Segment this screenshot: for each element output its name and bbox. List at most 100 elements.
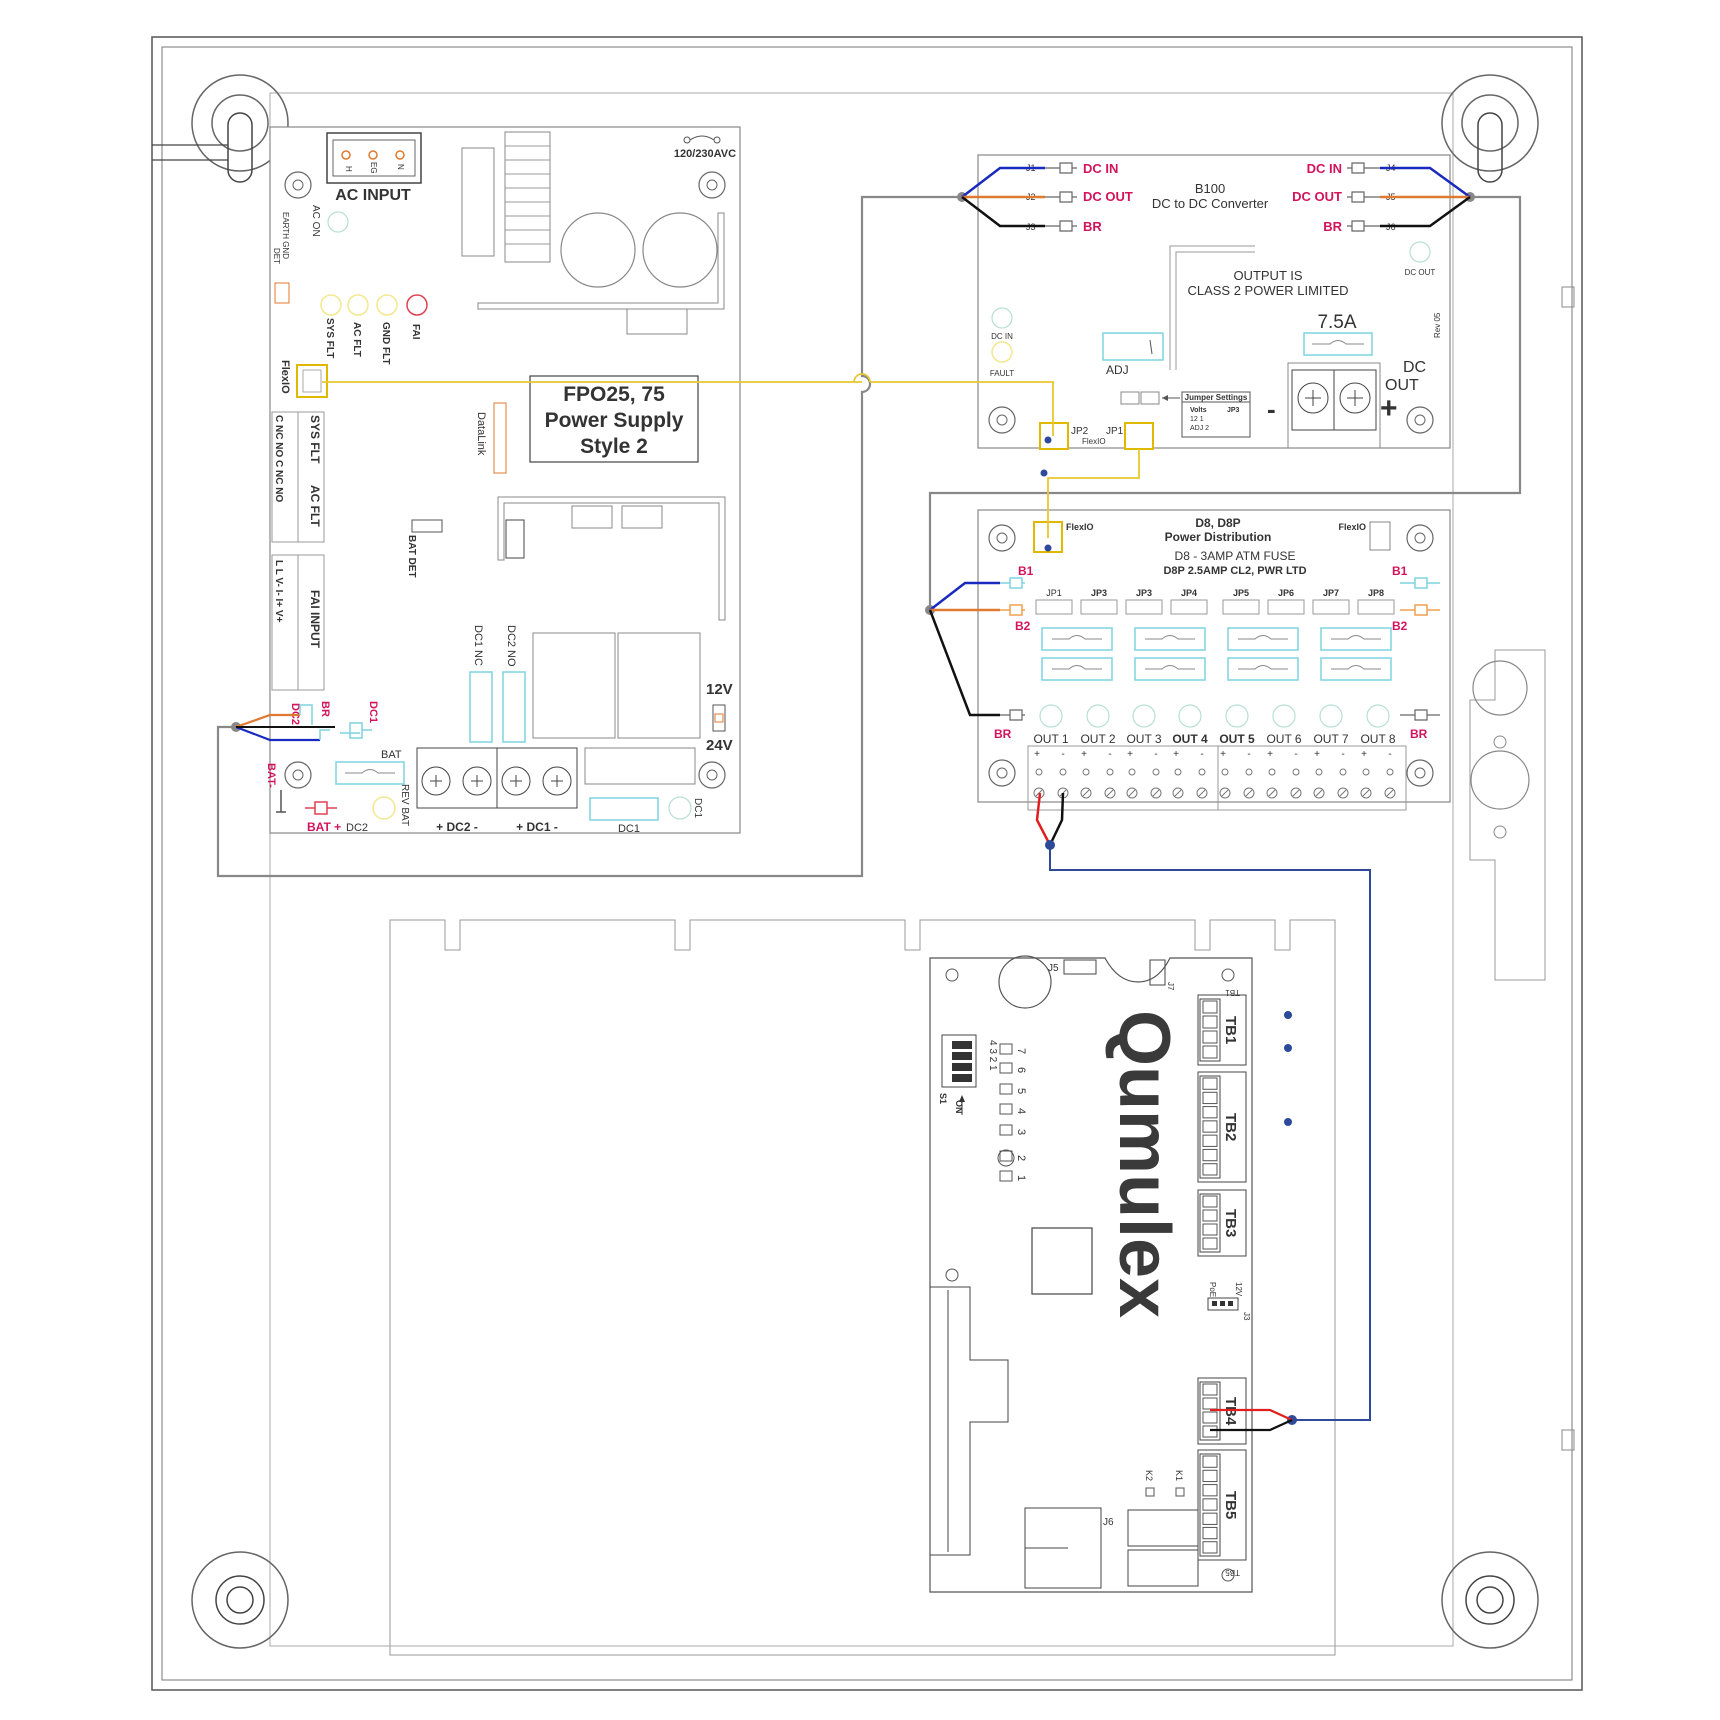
d8-out-screw-plus-2: [1080, 787, 1092, 799]
flexio-yellow-wire: [322, 381, 1140, 538]
mount-hole-bottom-right: [1441, 1551, 1539, 1649]
qumulex-led-num-5: 5: [1015, 1088, 1027, 1094]
d8-b2-right-label: B2: [1392, 619, 1408, 633]
b100-br-left-label: BR: [1083, 219, 1102, 234]
mount-hole-top-left: [152, 74, 289, 183]
b100-minus-label: -: [1267, 394, 1276, 424]
d8-out-screw-minus-7: [1337, 787, 1349, 799]
b100-dc-out-led-label: DC OUT: [1405, 268, 1436, 277]
qumulex-12v-label: 12V: [1234, 1282, 1243, 1297]
d8-out-label-7: OUT 7: [1313, 732, 1348, 746]
d8-out-plus-2: +: [1081, 749, 1087, 760]
earth-gnd-label: EARTH GND: [281, 212, 290, 259]
ac-input-terminal: [326, 132, 422, 184]
d8-out-plus-6: +: [1267, 749, 1273, 760]
bat-plus-label: BAT +: [307, 820, 341, 834]
dc1-terminal-label: + DC1 -: [516, 820, 558, 834]
d8-out-led-5: [1225, 704, 1249, 728]
b100-subtitle: DC to DC Converter: [1152, 196, 1269, 211]
qumulex-led-num-2: 2: [1015, 1155, 1027, 1161]
qumulex-tb3-label: TB3: [1222, 1209, 1239, 1237]
qumulex-tb2-block: [1197, 1071, 1247, 1183]
d8-b2-left-label: B2: [1015, 619, 1031, 633]
qumulex-tb1-small-label: TB1: [1225, 988, 1240, 997]
b100-jp1-connector: [1124, 422, 1154, 450]
d8-out-screw-minus-2: [1104, 787, 1116, 799]
ac-flt-led-label: AC FLT: [351, 322, 362, 357]
b100-dc-in-led-label: DC IN: [991, 332, 1013, 341]
d8-title-line2: Power Distribution: [1165, 530, 1272, 544]
qumulex-led-num-7: 7: [1015, 1048, 1027, 1054]
dip-switch-on-label: ON: [954, 1100, 964, 1114]
psu-title-line3: Style 2: [580, 435, 648, 458]
psu-br-tab-label: BR: [319, 701, 331, 717]
d8-led-row: [1039, 704, 1390, 728]
relay-ac-flt-label: AC FLT: [308, 485, 322, 527]
d8-out-label-2: OUT 2: [1080, 732, 1115, 746]
b100-adj-label: ADJ: [1106, 363, 1129, 377]
b100-title: B100: [1195, 181, 1225, 196]
relay-sys-flt-label: SYS FLT: [308, 415, 322, 464]
b100-class2-label: CLASS 2 POWER LIMITED: [1187, 283, 1348, 298]
d8-flexio-left-label: FlexIO: [1066, 522, 1094, 532]
psu-title-line2: Power Supply: [545, 409, 684, 432]
d8-br-left-label: BR: [994, 727, 1012, 741]
d8-out-screw-plus-3: [1126, 787, 1138, 799]
psu-flexio-label: FlexIO: [279, 360, 291, 394]
b100-flexio-label: FlexIO: [1082, 437, 1106, 446]
d8-out-led-4: [1178, 704, 1202, 728]
b100-dc-in-left-label: DC IN: [1083, 161, 1118, 176]
d8-out-screw-plus-7: [1313, 787, 1325, 799]
jumper-settings-title: Jumper Settings: [1185, 393, 1248, 402]
d8-fuse-7: [1320, 627, 1392, 651]
b100-output-is: OUTPUT IS: [1233, 268, 1302, 283]
qumulex-k2-label: K2: [1144, 1470, 1154, 1481]
qumulex-led-num-1: 1: [1015, 1175, 1027, 1181]
d8-distribution-board: FlexIO FlexIO D8, D8P Power Distribution…: [977, 509, 1451, 811]
qumulex-j3-label: J3: [1242, 1312, 1251, 1321]
fai-input-label: FAI INPUT: [308, 590, 322, 649]
qumulex-led-4: [999, 1103, 1013, 1115]
d8-out-screw-minus-3: [1150, 787, 1162, 799]
qumulex-led-num-3: 3: [1015, 1129, 1027, 1135]
d8-out-led-8: [1366, 704, 1390, 728]
mount-hole-bottom-left: [191, 1551, 289, 1649]
qumulex-led-1: [999, 1170, 1013, 1182]
b100-dc-out-big-line1: DC: [1403, 359, 1426, 376]
qumulex-j5-label: J5: [1048, 963, 1059, 974]
dc2-terminal-label: + DC2 -: [436, 820, 478, 834]
psu-title-box: [529, 375, 699, 463]
d8-jumper-label-1: JP1: [1046, 588, 1062, 598]
d8-out-minus-3: -: [1154, 749, 1157, 760]
b100-converter-board: B100 DC to DC Converter J1 J2 J3 DC IN D…: [977, 154, 1451, 450]
d8-out-screw-plus-5: [1219, 787, 1231, 799]
fai-pin-labels: L L V- I- I+ V+: [273, 560, 284, 623]
d8-out-plus-3: +: [1127, 749, 1133, 760]
b100-dc-out-right-label: DC OUT: [1292, 189, 1342, 204]
qumulex-tb4-label: TB4: [1222, 1397, 1239, 1426]
gray-harness-right: [928, 195, 1522, 610]
ac-n-label: N: [396, 164, 405, 170]
d8-out-screw-minus-8: [1384, 787, 1396, 799]
jumper-row1: 12 1: [1190, 416, 1204, 423]
d8-out-plus-4: +: [1173, 749, 1179, 760]
voltage-24v-label: 24V: [706, 737, 733, 754]
d8-out-plus-7: +: [1314, 749, 1320, 760]
qumulex-led-num-6: 6: [1015, 1067, 1027, 1073]
d8-out-label-1: OUT 1: [1033, 732, 1068, 746]
fpo-power-supply-board: H EG N AC INPUT 120/230AVC AC ON EARTH G…: [265, 126, 741, 835]
d8-jumper-label-6: JP6: [1278, 588, 1294, 598]
psu-title-line1: FPO25, 75: [563, 383, 665, 406]
qumulex-tb1-block: [1197, 994, 1247, 1066]
d8-out-minus-8: -: [1388, 749, 1391, 760]
b100-rev-label: Rev 05: [1433, 312, 1442, 338]
rev-bat-label: REV BAT: [399, 784, 410, 826]
d8-fuse-2: [1041, 657, 1113, 681]
d8-jumper-header-6: [1267, 599, 1305, 615]
d8-jumper-header-7: [1312, 599, 1350, 615]
d8-jumper-label-5: JP5: [1233, 588, 1249, 598]
d8-out-screw-minus-4: [1196, 787, 1208, 799]
